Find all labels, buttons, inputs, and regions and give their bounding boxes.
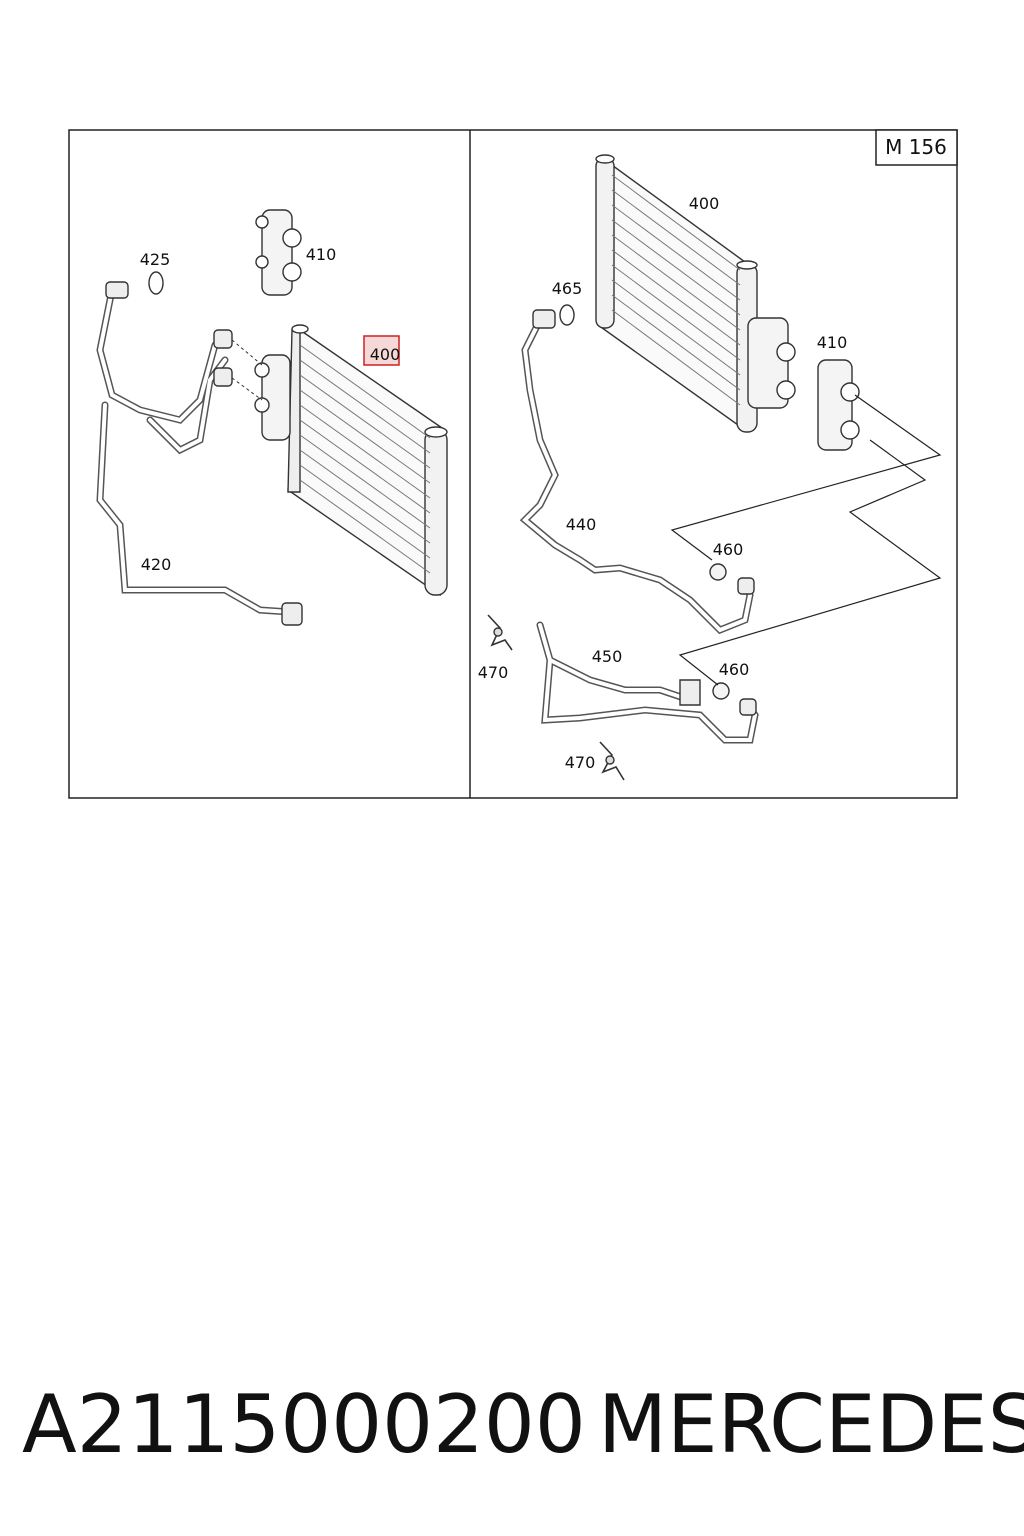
oil-cooler-left — [287, 324, 448, 597]
oil-distributor-right-410 — [817, 359, 860, 451]
label-410-right: 410 — [817, 333, 848, 352]
oil-cooler-right — [595, 154, 796, 433]
right-panel — [487, 154, 942, 781]
seal-ring-465 — [559, 304, 575, 326]
label-400-highlighted: 400 — [370, 345, 401, 364]
bracket-450 — [679, 679, 701, 706]
label-465: 465 — [552, 279, 583, 298]
seal-ring-460-upper — [709, 563, 727, 581]
label-425: 425 — [140, 250, 171, 269]
label-410-left: 410 — [306, 245, 337, 264]
seal-ring-460-lower — [712, 682, 730, 700]
label-420: 420 — [141, 555, 172, 574]
diagram-frame — [68, 129, 958, 799]
oil-line-440-inner — [522, 318, 758, 742]
label-460-lower: 460 — [719, 660, 750, 679]
label-470-lower: 470 — [565, 753, 596, 772]
label-460-upper: 460 — [713, 540, 744, 559]
left-panel — [96, 209, 448, 626]
label-440: 440 — [566, 515, 597, 534]
part-number-caption: A2115000200 — [22, 1378, 586, 1471]
seal-ring-425 — [148, 271, 164, 295]
oil-line-420-inner — [97, 288, 292, 614]
leader-lines — [670, 394, 942, 686]
clip-470-lower — [599, 741, 625, 781]
label-470-upper: 470 — [478, 663, 509, 682]
highlight-box-400 — [363, 335, 400, 366]
variant-label: M 156 — [885, 135, 947, 159]
oil-distributor-left-410 — [255, 209, 302, 296]
brand-caption: MERCEDES — [598, 1378, 1024, 1471]
clip-470-upper — [487, 614, 513, 651]
label-450: 450 — [592, 647, 623, 666]
label-400-right: 400 — [689, 194, 720, 213]
oil-distributor-mounted — [254, 354, 291, 441]
parts-diagram: M 156 — [68, 129, 958, 799]
oil-line-420 — [96, 286, 294, 616]
variant-box — [875, 129, 958, 166]
